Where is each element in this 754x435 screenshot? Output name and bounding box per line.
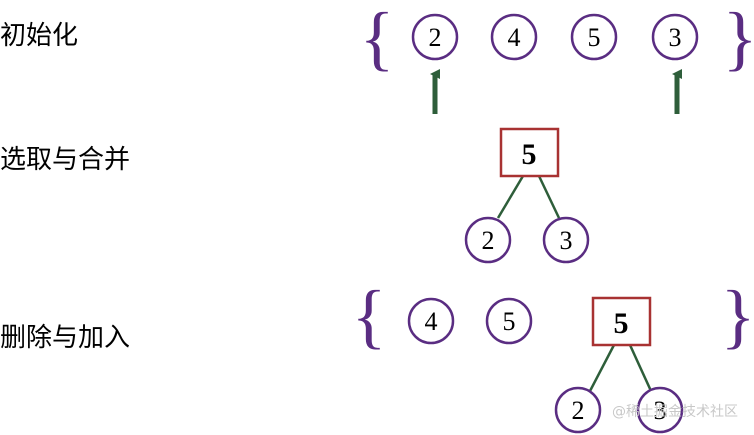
merged-node-box [591, 296, 652, 347]
tree-edge-right [537, 175, 561, 219]
tree-edge-right [628, 344, 653, 392]
node-value: 5 [588, 23, 601, 52]
node-circle [411, 13, 459, 61]
step-label-init: 初始化 [0, 21, 78, 51]
watermark: @稀土掘金技术社区 [612, 404, 738, 420]
brace-close: } [723, 0, 754, 78]
node-value: 4 [508, 23, 521, 52]
node-value: 3 [654, 396, 667, 425]
tree-edge-left [588, 344, 616, 392]
child-node: 3 [542, 216, 590, 264]
merged-node-box [499, 127, 560, 178]
node-value: 3 [669, 23, 682, 52]
merged-tree: 5 2 3 [464, 127, 590, 264]
node-circle [485, 297, 533, 345]
child-node: 2 [554, 386, 602, 434]
node-circle [542, 216, 590, 264]
node-value: 5 [503, 307, 516, 336]
brace-open: { [360, 0, 395, 78]
node-circle [570, 13, 618, 61]
initial-set: { 2 4 5 3 } [360, 0, 754, 78]
set-node: 4 [490, 13, 538, 61]
set-node: 5 [485, 297, 533, 345]
node-value: 2 [572, 396, 585, 425]
step-label-select-merge: 选取与合并 [0, 145, 130, 175]
node-circle [490, 13, 538, 61]
child-node: 3 [636, 386, 684, 434]
node-value: 3 [560, 226, 573, 255]
node-circle [407, 297, 455, 345]
node-value: 2 [482, 226, 495, 255]
child-node: 2 [464, 216, 512, 264]
set-node: 2 [411, 13, 459, 61]
merged-node-value: 5 [522, 138, 537, 171]
node-circle [651, 13, 699, 61]
step-label-remove-add: 删除与加入 [0, 323, 130, 353]
node-value: 4 [425, 307, 438, 336]
node-circle [554, 386, 602, 434]
node-circle [636, 386, 684, 434]
updated-set: { 4 5 5 2 3 } [352, 276, 754, 434]
brace-close: } [721, 276, 754, 356]
brace-open: { [352, 276, 387, 356]
node-circle [464, 216, 512, 264]
tree-edge-left [496, 175, 525, 219]
set-node: 3 [651, 13, 699, 61]
set-node: 4 [407, 297, 455, 345]
merged-node-value: 5 [614, 307, 629, 340]
node-value: 2 [429, 23, 442, 52]
set-node: 5 [570, 13, 618, 61]
